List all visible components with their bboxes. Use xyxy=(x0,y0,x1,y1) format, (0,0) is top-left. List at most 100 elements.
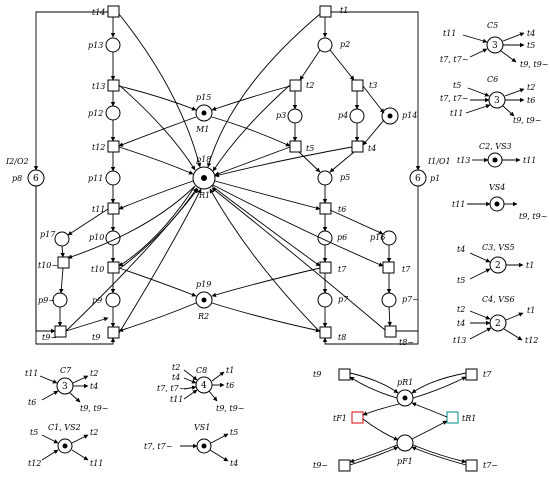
label-t6: t6 xyxy=(338,205,346,214)
label-t8-tilde: t8~ xyxy=(399,338,414,347)
label-t7-tilde-subnet: t7~ xyxy=(483,461,498,470)
legend-vs1-out-1: t5 xyxy=(230,428,238,437)
place-p9 xyxy=(105,292,121,308)
label-t13: t13 xyxy=(92,82,105,91)
transition-tR1 xyxy=(446,411,459,424)
legend-c3-vs5: C3, VS5 2 t4 t5 t1 xyxy=(457,243,534,285)
label-t14: t14 xyxy=(92,8,105,17)
label-p4: p4 xyxy=(338,111,348,120)
right-column: t1 p2 t2 t3 p3 p4 p14 t5 t4 p5 t6 p6 p16… xyxy=(276,5,451,347)
label-tR1: tR1 xyxy=(462,414,476,423)
legend-c6-title: C6 xyxy=(487,75,498,84)
transition-t9-subnet xyxy=(338,368,351,381)
legend-c2-out-1: t11 xyxy=(523,156,536,165)
label-t7: t7 xyxy=(338,265,347,274)
legend-c3-in-2: t5 xyxy=(457,276,465,285)
label-p12: p12 xyxy=(88,109,103,118)
legend-c1-in-2: t12 xyxy=(28,459,41,468)
label-p15: p15 xyxy=(196,93,211,102)
label-t11: t11 xyxy=(92,205,105,214)
label-p2: p2 xyxy=(340,40,350,49)
legend-c7-out-2: t4 xyxy=(90,382,98,391)
label-p6: p6 xyxy=(337,233,347,242)
legend-c4-vs6: C4, VS6 2 t2 t4 t13 t1 t12 xyxy=(453,295,538,345)
label-t1: t1 xyxy=(340,6,348,15)
legend-c1-out-2: t11 xyxy=(90,459,103,468)
legend-c3-title: C3, VS5 xyxy=(482,243,515,252)
legend-c8-out-1: t1 xyxy=(226,366,234,375)
label-pR1: pR1 xyxy=(397,378,413,387)
label-p11: p11 xyxy=(88,174,103,183)
legend-c5-out-1: t4 xyxy=(527,29,535,38)
legend-c8: C8 4 t2 t4 t7, t7~ t11 t1 t6 t9, t9~ xyxy=(157,363,244,413)
legend-c8-in-3: t7, t7~ xyxy=(157,384,185,393)
label-tF1: tF1 xyxy=(333,414,347,423)
legend-c5-in-2: t7, t7~ xyxy=(440,55,468,64)
label-p16: p16 xyxy=(370,233,385,242)
label-pF1: pF1 xyxy=(397,457,413,466)
label-p19: p19 xyxy=(196,280,211,289)
label-t8: t8 xyxy=(338,333,346,342)
legend-c5-out-2: t5 xyxy=(527,41,535,50)
label-p8: p8 xyxy=(12,174,22,183)
legend-c1-vs2: C1, VS2 t5 t12 t2 t11 xyxy=(28,423,103,468)
legend-c6-out-1: t2 xyxy=(527,83,535,92)
label-t10: t10 xyxy=(91,265,104,274)
transition-t5 xyxy=(289,140,302,153)
transition-t10-tilde xyxy=(57,256,70,269)
left-column: t14 p13 t13 p12 t12 p11 t11 p10 t10 p9 t… xyxy=(5,5,121,345)
central-resources: p15 M1 p18 R1 p19 R2 xyxy=(65,13,386,334)
legend-c3-count: 2 xyxy=(495,261,501,271)
label-p7: p7 xyxy=(338,295,349,304)
legend-c7-in-1: t11 xyxy=(25,369,38,378)
legend-c7-in-2: t6 xyxy=(28,398,36,407)
legend-c6-out-3: t9, t9~ xyxy=(513,116,541,125)
place-p13 xyxy=(105,37,121,53)
transition-t2 xyxy=(289,79,302,92)
transition-t12 xyxy=(107,140,120,153)
legend-c7-title: C7 xyxy=(60,366,72,375)
legend-vs4-title: VS4 xyxy=(489,183,505,192)
legend-c8-count: 4 xyxy=(201,381,207,391)
label-t2: t2 xyxy=(306,81,314,90)
place-p2 xyxy=(317,37,333,53)
transition-t8 xyxy=(319,326,332,339)
place-p7 xyxy=(317,292,333,308)
legend-vs4-in-1: t11 xyxy=(452,200,465,209)
label-t5: t5 xyxy=(306,144,314,153)
transition-t11 xyxy=(107,202,120,215)
label-p7-tilde: p7~ xyxy=(402,295,419,304)
legend-c8-out-3: t9, t9~ xyxy=(216,404,244,413)
legend-c2-title: C2, VS3 xyxy=(479,142,512,151)
transition-t7-right xyxy=(382,261,395,274)
label-p17: p17 xyxy=(40,230,56,239)
transition-t4 xyxy=(351,140,364,153)
legend-c3-in-1: t4 xyxy=(457,245,465,254)
transition-tF1 xyxy=(351,411,364,424)
transition-t14 xyxy=(107,5,120,18)
legend-c3-out-1: t1 xyxy=(526,261,534,270)
legend-c5-title: C5 xyxy=(487,21,498,30)
place-p4 xyxy=(349,108,365,124)
place-p9-tilde xyxy=(52,292,68,308)
legend-vs1-title: VS1 xyxy=(194,423,210,432)
legend-c6-count: 3 xyxy=(494,96,500,106)
transition-t7-subnet xyxy=(465,368,478,381)
place-p3 xyxy=(287,108,303,124)
label-t9-tilde-subnet: t9~ xyxy=(313,461,328,470)
legend-c8-title: C8 xyxy=(196,366,207,375)
transition-t6 xyxy=(319,202,332,215)
legend-vs1-out-2: t4 xyxy=(230,459,238,468)
legend-c2-in-1: t13 xyxy=(457,156,470,165)
legend-c6-in-1: t5 xyxy=(453,81,461,90)
label-t10-tilde: t10~ xyxy=(38,261,58,270)
label-p3: p3 xyxy=(276,111,286,120)
legend-c8-in-2: t4 xyxy=(172,373,180,382)
legend-vs1-in-1: t7, t7~ xyxy=(144,442,172,451)
legend-c4-count: 2 xyxy=(495,319,501,329)
legend-c7-out-3: t9, t9~ xyxy=(80,404,108,413)
place-p12 xyxy=(105,105,121,121)
legend-c5-in-1: t11 xyxy=(443,29,456,38)
transition-t7 xyxy=(319,261,332,274)
legend-vs1: VS1 t7, t7~ t5 t4 xyxy=(144,423,238,468)
